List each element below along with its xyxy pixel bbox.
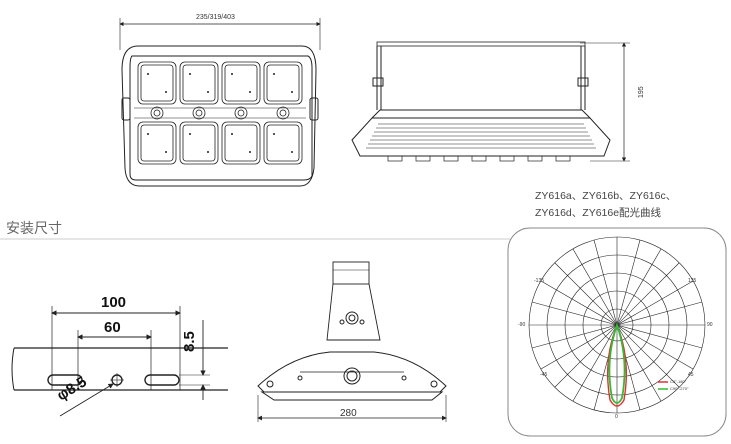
section-title: 安装尺寸 (6, 220, 62, 236)
polar-diagram (507, 227, 727, 437)
top-view-drawing (119, 18, 321, 187)
dimension-60: 60 (104, 319, 121, 336)
angle-label: -90 (518, 322, 526, 328)
angle-label: 45 (688, 372, 694, 378)
top-width-dimension: 235/319/403 (196, 14, 235, 21)
angle-label: -135 (534, 278, 545, 284)
dimension-8-5: 8.5 (181, 331, 198, 352)
dimension-100: 100 (101, 294, 127, 311)
curve-title-line2: ZY616d、ZY616e配光曲线 (535, 207, 662, 219)
end-view-drawing (257, 261, 447, 422)
angle-label: 90 (707, 322, 713, 328)
legend-entry: C0°-180° (670, 379, 687, 384)
legend-entry: C90°-270° (670, 386, 689, 391)
bottom-width-dimension: 280 (340, 408, 357, 419)
angle-label: 135 (688, 278, 697, 284)
side-height-dimension: 195 (638, 86, 645, 98)
angle-label: 0 (615, 414, 618, 420)
angle-label: -45 (540, 372, 548, 378)
mounting-detail-drawing (11, 306, 228, 417)
curve-title-line1: ZY616a、ZY616b、ZY616c、 (535, 190, 677, 202)
side-view-drawing (351, 41, 630, 162)
